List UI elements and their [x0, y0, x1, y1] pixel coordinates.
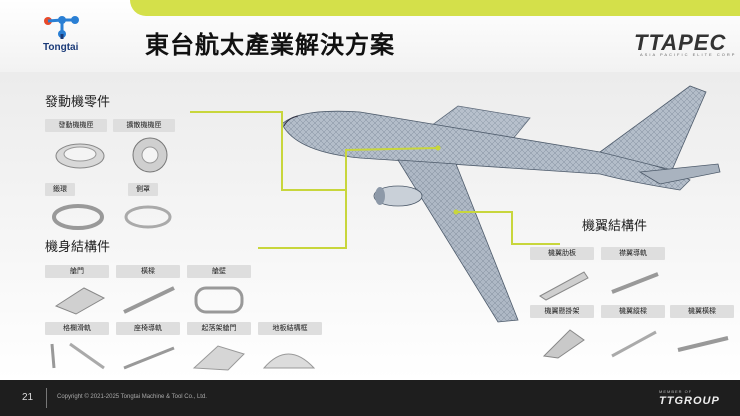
door-image	[54, 287, 106, 315]
wing-part-label: 機翼肋板	[530, 247, 594, 260]
engine-part-label: 側罩	[128, 183, 158, 196]
aircraft-illustration	[190, 85, 721, 323]
page-title: 東台航太產業解決方案	[145, 32, 395, 59]
fuselage-part-label: 橫樑	[116, 265, 180, 278]
fuselage-heading: 機身結構件	[45, 239, 111, 254]
wing-stringer-image	[611, 330, 657, 358]
engine-case-image	[55, 143, 105, 169]
accent-band	[130, 0, 740, 16]
logo-text: Tongtai	[43, 42, 79, 53]
engine-part-label: 發動機機匣	[45, 119, 107, 132]
beam-image	[123, 286, 175, 314]
forged-ring-image	[52, 204, 104, 230]
brand-tagline: ASIA PACIFIC ELITE CORP	[640, 52, 737, 57]
fuselage-part-label: 格欄滑軌	[45, 322, 109, 335]
engine-heading: 發動機零件	[45, 94, 111, 109]
tongtai-logo-icon	[44, 16, 79, 39]
wing-part-label: 襟翼導軌	[601, 247, 665, 260]
seat-track-image	[123, 346, 175, 370]
fuselage-part-label: 起落架艙門	[187, 322, 251, 335]
wing-part-label: 機翼縱樑	[601, 305, 665, 318]
copyright-text: Copyright © 2021-2025 Tongtai Machine & …	[57, 394, 207, 400]
fuselage-part-label: 艙門	[45, 265, 109, 278]
brand-logo: TTAPEC	[634, 30, 727, 55]
floor-frame-image	[262, 353, 316, 369]
member-of-label: MEMBER OF	[659, 389, 693, 394]
engine-part-label: 鍛環	[45, 183, 75, 196]
landing-gear-door-image	[192, 345, 245, 371]
wing-pylon-image	[542, 329, 585, 359]
fuselage-part-label: 地板結構框	[258, 322, 322, 335]
engine-part-label: 擴散機機匣	[113, 119, 175, 132]
page-number: 21	[22, 392, 34, 403]
diffuser-case-image	[132, 137, 168, 173]
wing-spar-image	[677, 336, 729, 352]
wing-part-label: 機翼懸掛架	[530, 305, 594, 318]
ttgroup-logo: TTGROUP	[659, 395, 720, 407]
wing-part-label: 機翼橫樑	[670, 305, 734, 318]
fuselage-part-label: 座椅導軌	[116, 322, 180, 335]
footer: 21 Copyright © 2021-2025 Tongtai Machine…	[0, 380, 740, 416]
fuselage-part-label: 艙壁	[187, 265, 251, 278]
bulkhead-image	[194, 286, 244, 314]
cargo-rail-image	[50, 342, 105, 370]
side-cover-image	[124, 205, 172, 229]
wing-heading: 機翼結構件	[582, 218, 648, 233]
flap-track-image	[611, 272, 659, 294]
wing-rib-image	[539, 271, 589, 301]
footer-divider	[46, 388, 47, 408]
